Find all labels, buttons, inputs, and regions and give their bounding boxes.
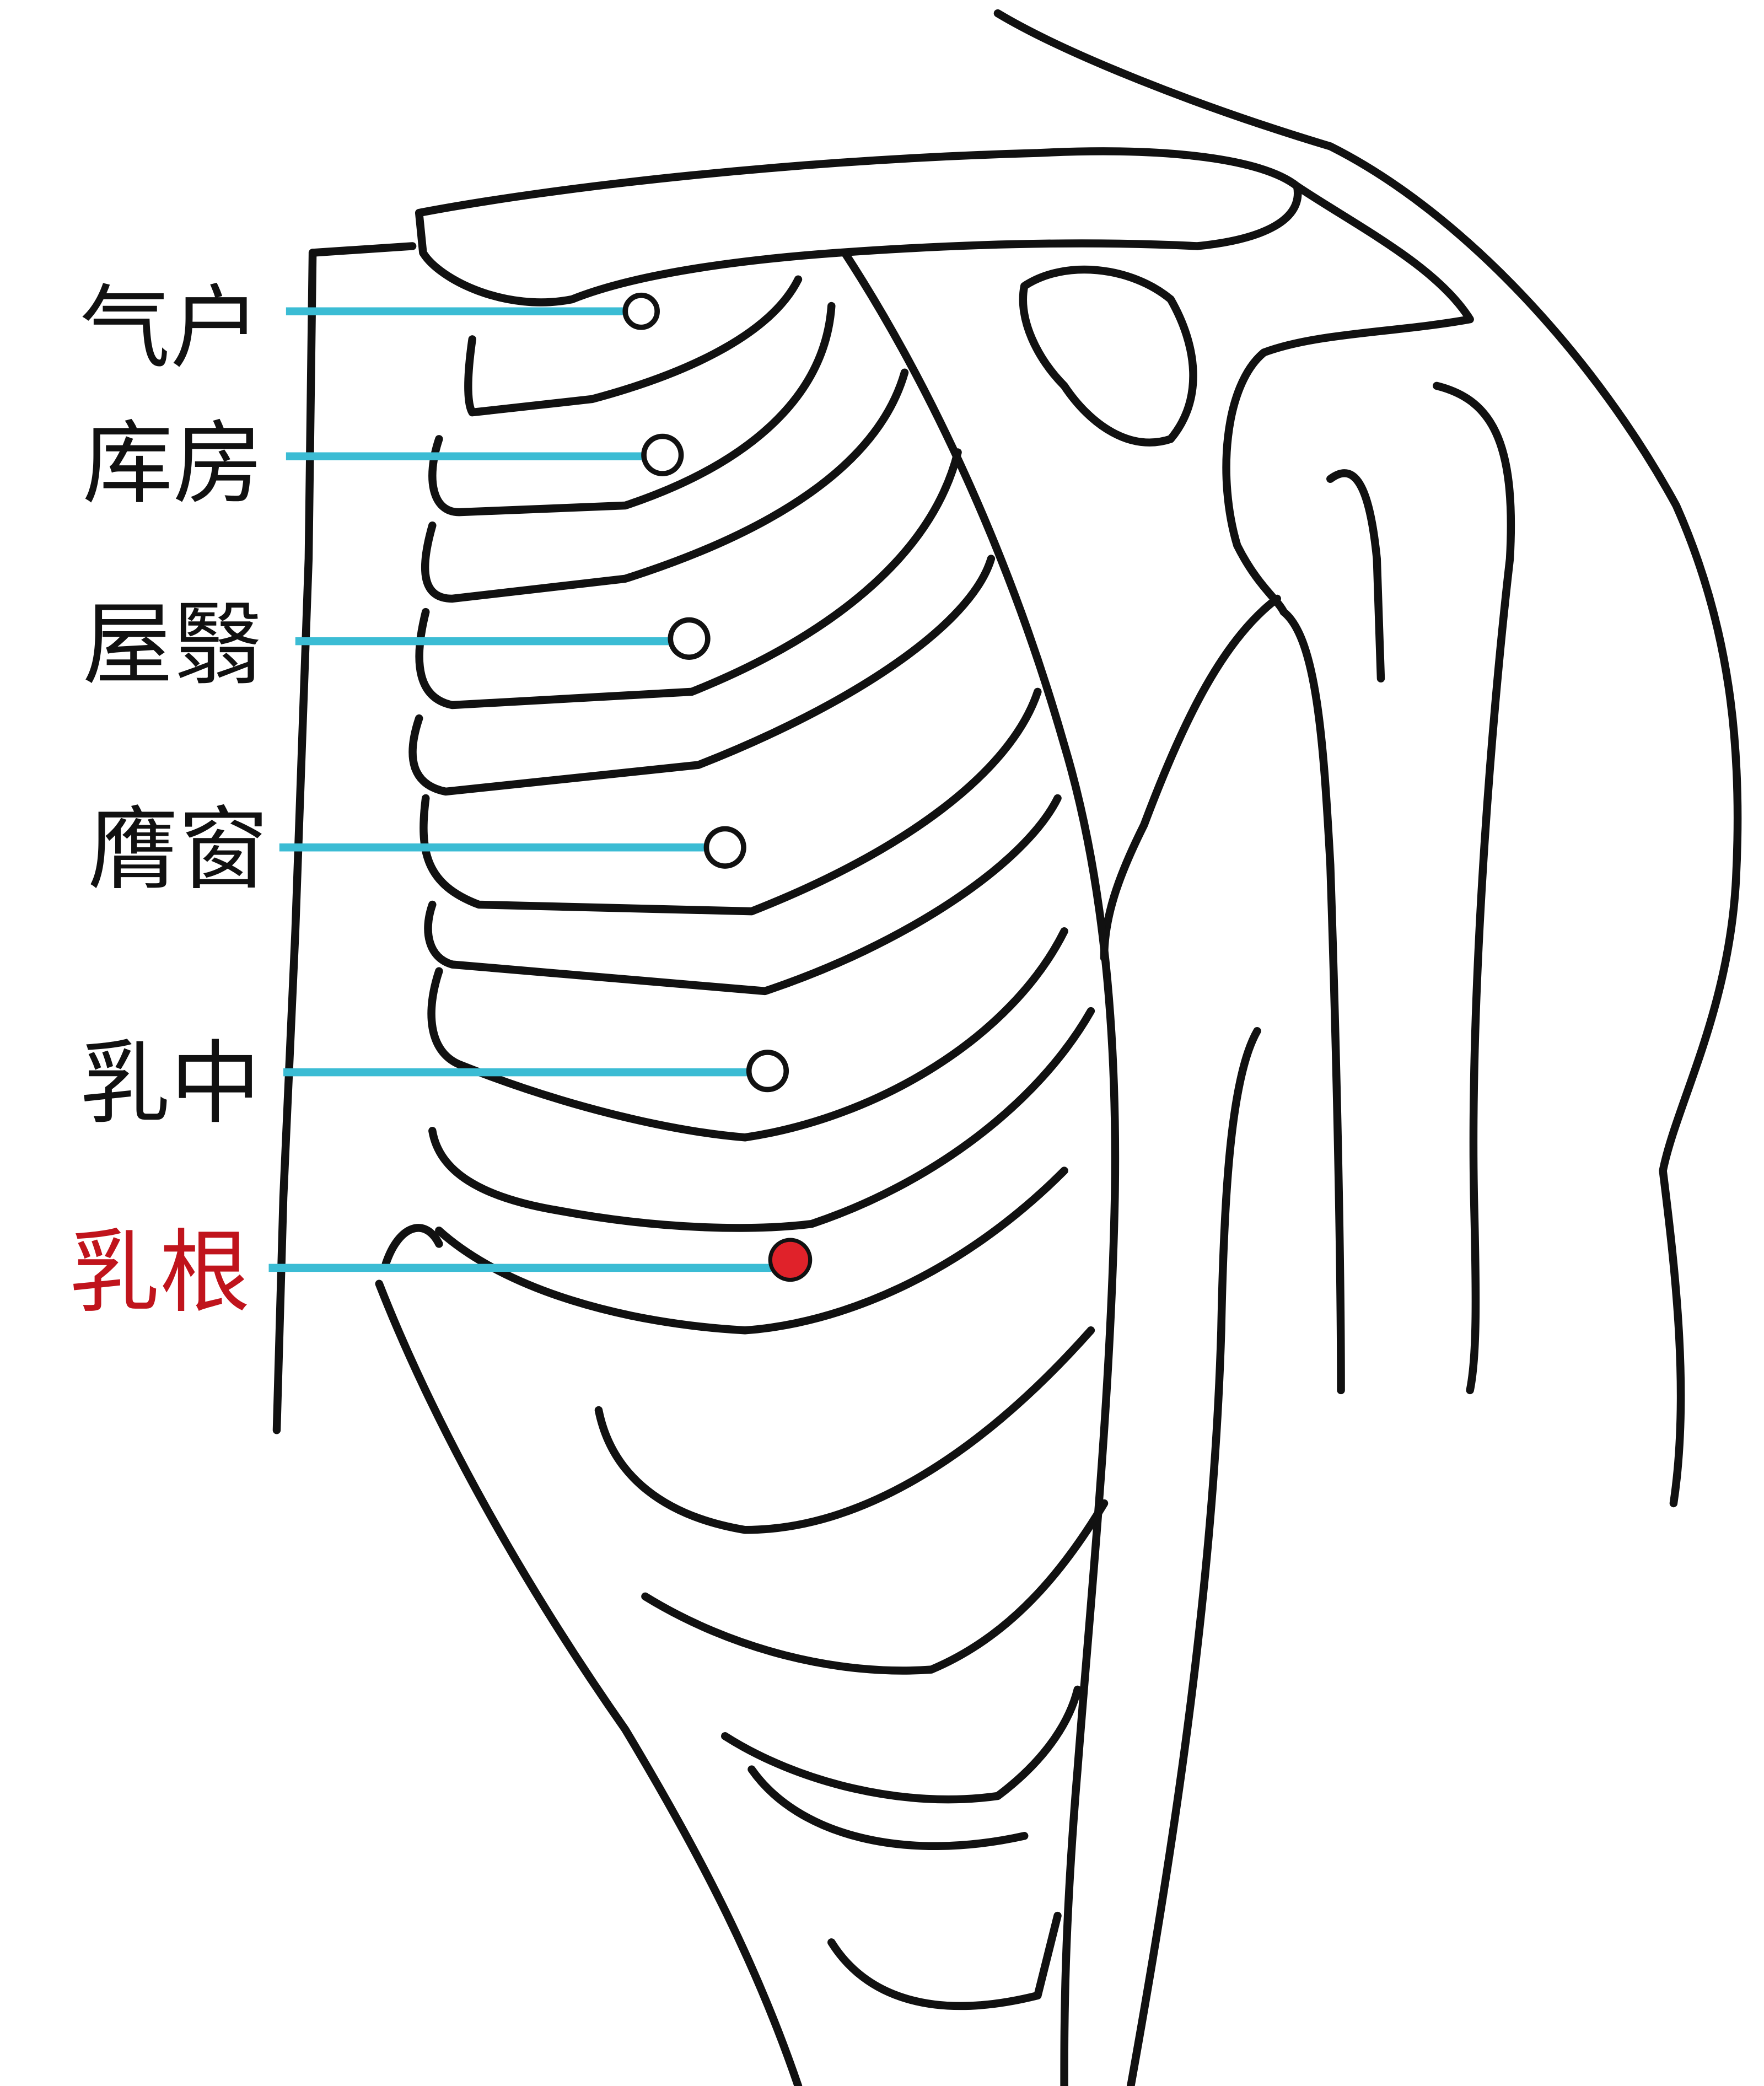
acupoint-marker[interactable]	[668, 617, 711, 660]
rib-10	[435, 1166, 1068, 1335]
acupoint-label: 气户	[80, 276, 261, 381]
acupoint-marker-highlighted[interactable]	[768, 1238, 813, 1282]
rib-12	[641, 1499, 1109, 1675]
clavicle	[415, 147, 1302, 307]
humerus-medial	[1279, 607, 1345, 1395]
acupoint-label: 乳中	[80, 1031, 261, 1136]
scapula-lower	[1127, 1027, 1261, 2086]
skeleton-outline	[272, 9, 1742, 2086]
scapula-edge	[1100, 594, 1281, 962]
acupoint-qihu[interactable]: 气户	[80, 276, 660, 381]
rib-11	[594, 1326, 1095, 1534]
acupoint-yingchuang[interactable]: 膺窗	[88, 797, 746, 902]
acupoint-marker[interactable]	[641, 433, 684, 476]
rib-15	[827, 1911, 1062, 2010]
rib-13	[720, 1685, 1082, 1804]
acupoint-marker[interactable]	[746, 1050, 789, 1093]
ribcage-right	[841, 249, 1120, 2086]
rib-9	[428, 1007, 1095, 1232]
acupoint-wuyi[interactable]: 屋翳	[83, 592, 711, 697]
rib-14	[747, 1765, 1029, 1851]
acupoint-rugen[interactable]: 乳根	[69, 1220, 813, 1325]
rib-3	[421, 368, 909, 603]
acupoint-label: 库房	[83, 411, 263, 517]
rib-4	[415, 448, 962, 709]
rib-7	[424, 794, 1062, 996]
coracoid	[1019, 265, 1197, 447]
ribcage-left-lower	[375, 1224, 803, 2086]
sternum-top	[308, 242, 417, 257]
acupoint-marker[interactable]	[703, 826, 746, 869]
acupoint-marker[interactable]	[622, 292, 660, 330]
sternum-edge	[272, 249, 317, 1434]
acromion	[1222, 182, 1474, 616]
rib-1	[464, 275, 803, 417]
rib-6	[420, 687, 1042, 916]
acupoint-kufang[interactable]: 库房	[83, 411, 684, 517]
rib-2	[428, 302, 836, 517]
humerus-lateral	[1433, 381, 1515, 1395]
shoulder-outline	[993, 9, 1742, 1508]
acupoint-label: 屋翳	[83, 592, 263, 697]
rib-5	[408, 555, 996, 796]
acupoint-label: 膺窗	[88, 797, 268, 902]
acupoint-ruzhong[interactable]: 乳中	[80, 1031, 789, 1136]
acupoint-labels: 气户 库房 屋翳 膺窗 乳中 乳根	[69, 276, 813, 1325]
rib-8	[427, 927, 1068, 1142]
humerus-inner	[1326, 469, 1385, 683]
acupoint-label-highlighted: 乳根	[69, 1220, 250, 1325]
